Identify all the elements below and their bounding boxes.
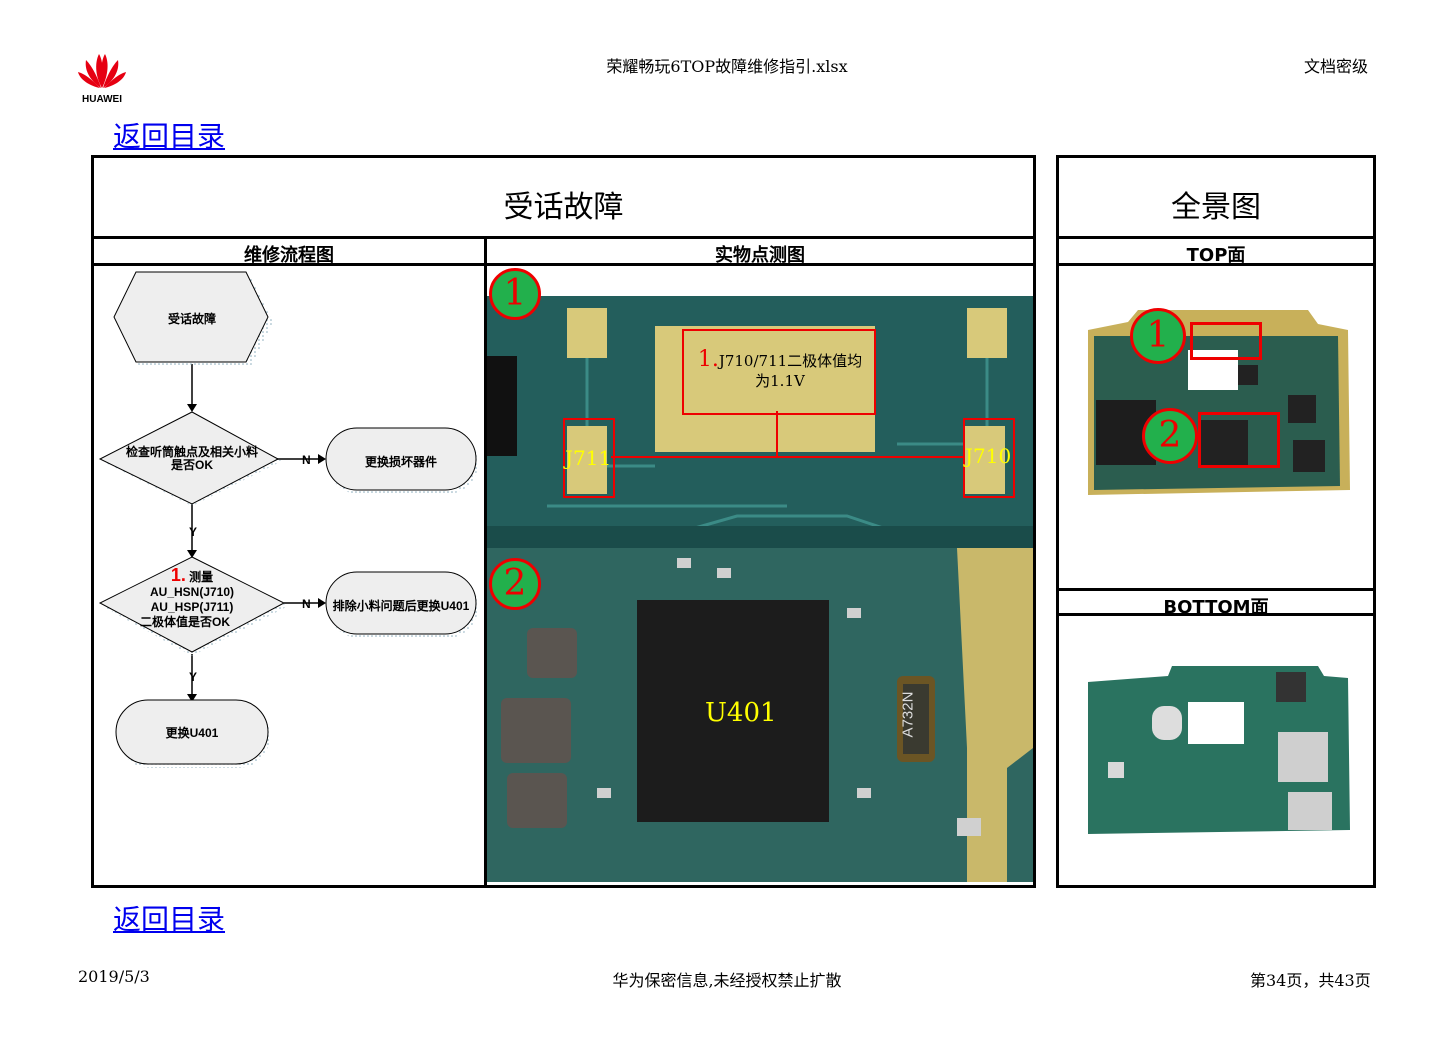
- j710-label: J710: [965, 444, 1012, 468]
- u401-photo: U401 A732N 2: [487, 548, 1033, 882]
- contacts-photo: 1.J710/711二极体值均 为1.1V J711 J710 1: [487, 266, 1033, 548]
- bottom-board-photo: [1078, 662, 1358, 840]
- top-marker-1: 1: [1130, 308, 1186, 364]
- flow-check-contacts: [98, 411, 280, 505]
- check2-line2: AU_HSN(J710): [149, 585, 235, 599]
- n-label-2: N: [302, 597, 311, 611]
- check2-line1: 测量: [189, 570, 214, 584]
- pcb-bottom-image: [1088, 666, 1350, 834]
- repair-flowchart: [98, 271, 478, 768]
- huawei-logo: HUAWEI: [74, 50, 130, 105]
- j711-label: J711: [565, 446, 612, 470]
- top-side-label: TOP面: [1186, 245, 1246, 266]
- bottom-side-label: BOTTOM面: [1163, 597, 1269, 618]
- j711-box: [563, 418, 615, 498]
- check2-line3: AU_HSP(J711): [150, 600, 234, 614]
- marker-2-text: 2: [503, 563, 527, 604]
- huawei-petals-icon: [78, 54, 126, 88]
- flow-end-text: 更换U401: [165, 726, 219, 740]
- back-to-toc-link-bottom[interactable]: 返回目录: [113, 903, 226, 936]
- check2-line4: 二极体值是否OK: [139, 615, 230, 629]
- note-box: [682, 329, 876, 415]
- check2-num: 1.: [170, 565, 186, 585]
- flow-replace-u401-after: [325, 571, 477, 635]
- y-label-1: Y: [189, 525, 198, 539]
- marker-1-text: 1: [503, 273, 527, 314]
- footer-confidential: 华为保密信息,未经授权禁止扩散: [612, 971, 842, 990]
- logo-text: HUAWEI: [82, 94, 122, 105]
- footer-page: 第34页，共43页: [1250, 971, 1371, 990]
- crystal-label: A732N: [899, 691, 917, 738]
- flow-end-replace-u401: [115, 699, 269, 765]
- check1-line1: 检查听筒触点及相关小料: [125, 445, 258, 459]
- flow-header: 维修流程图: [244, 245, 334, 266]
- back-to-toc-link[interactable]: 返回目录: [113, 120, 226, 153]
- note-num: 1.: [697, 347, 719, 372]
- marker-2: 2: [489, 558, 541, 610]
- y-label-2: Y: [189, 670, 198, 684]
- flow-replace-parts: [325, 427, 477, 491]
- panorama-title: 全景图: [1171, 190, 1261, 225]
- flow-measure-diode: [98, 556, 286, 653]
- check1-line2: 是否OK: [170, 458, 213, 472]
- pcb-contacts-image: [487, 266, 1033, 548]
- note-line2: 为1.1V: [755, 372, 805, 390]
- flow-start-node: [113, 271, 269, 363]
- pcb-u401-image: [487, 548, 1033, 882]
- top-board-photo: 1 2: [1078, 300, 1358, 505]
- top-marker-2: 2: [1142, 408, 1198, 464]
- main-title: 受话故障: [503, 190, 624, 225]
- flow-start-text: 受话故障: [167, 312, 216, 326]
- photo-header: 实物点测图: [715, 245, 805, 266]
- note-line1: J710/711二极体值均: [718, 352, 863, 370]
- doc-level: 文档密级: [1304, 57, 1369, 76]
- footer-date: 2019/5/3: [78, 967, 150, 986]
- flow-action1-text: 更换损坏器件: [364, 455, 437, 469]
- marker-1: 1: [489, 268, 541, 320]
- n-label-1: N: [302, 453, 311, 467]
- j710-box: [963, 418, 1015, 498]
- flow-action2-text: 排除小料问题后更换U401: [332, 599, 470, 613]
- file-name: 荣耀畅玩6TOP故障维修指引.xlsx: [606, 57, 848, 76]
- u401-label: U401: [705, 698, 777, 728]
